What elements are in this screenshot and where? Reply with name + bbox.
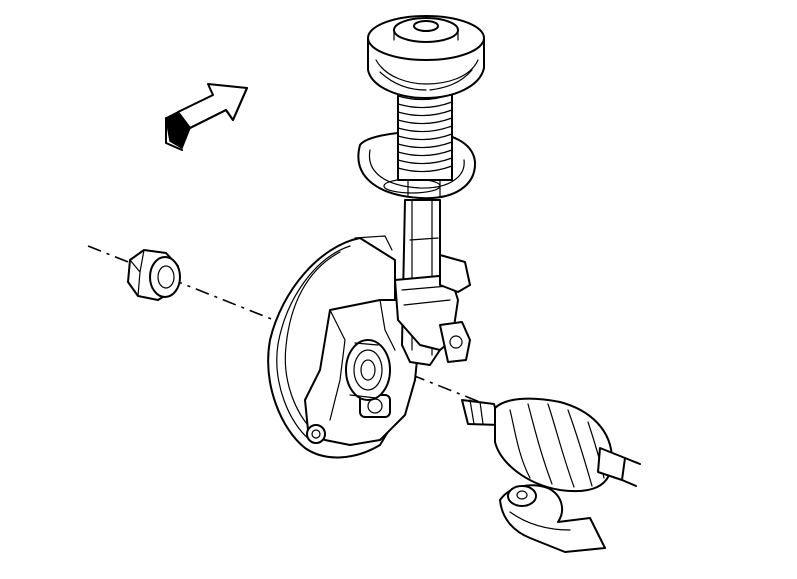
coil-spring [397, 79, 453, 197]
strut-top-mount [367, 15, 485, 99]
strut-body [394, 199, 471, 366]
drive-axle-cv-joint [461, 397, 641, 493]
direction-arrow-icon [165, 83, 248, 151]
wheel-hub-bearing [345, 339, 391, 401]
lower-control-arm [499, 484, 606, 553]
hub-nut [127, 249, 181, 301]
